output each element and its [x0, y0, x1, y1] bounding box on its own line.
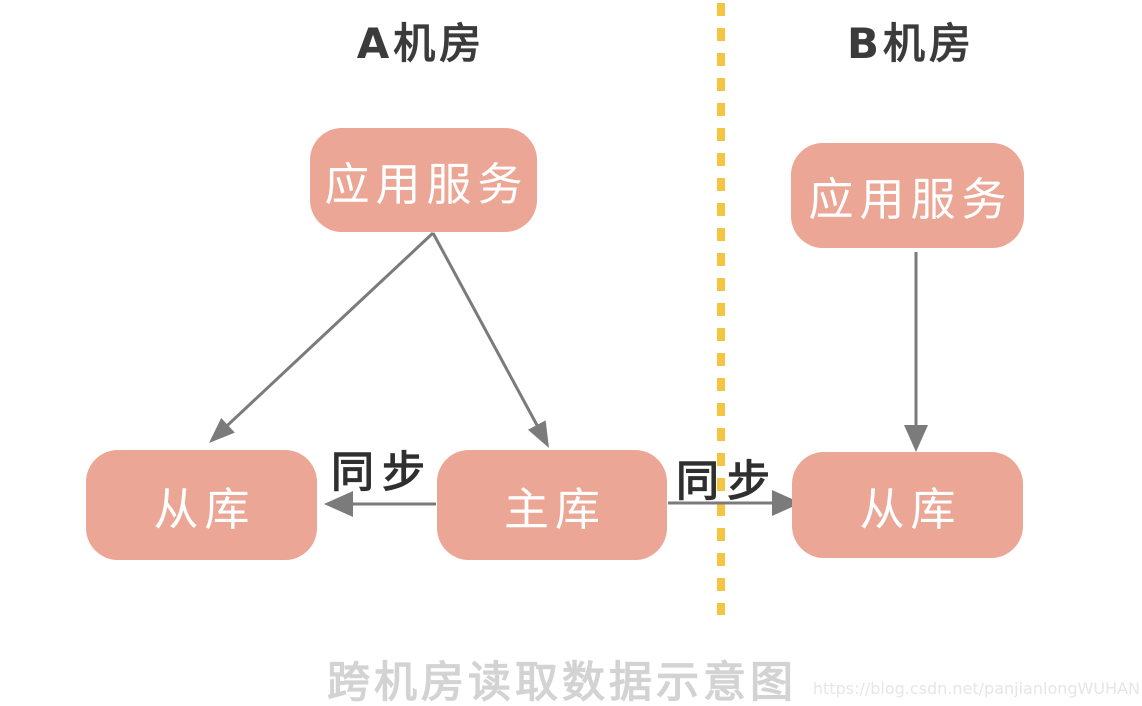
node-slave-db-a: 从库	[86, 450, 317, 560]
edge-app-b-to-slave-b	[904, 252, 928, 452]
node-app-service-a-label: 应用服务	[324, 157, 529, 211]
zone-a-title: A机房	[356, 19, 486, 68]
node-slave-db-b: 从库	[792, 452, 1023, 558]
zone-b-title: B机房	[846, 19, 976, 68]
arrowhead-icon	[209, 417, 235, 443]
node-app-service-b-label: 应用服务	[808, 173, 1013, 226]
edge-app-a-to-slave-a	[209, 231, 435, 443]
node-app-service-b: 应用服务	[791, 143, 1024, 248]
node-app-service-a: 应用服务	[310, 128, 537, 232]
arrowhead-icon	[527, 420, 549, 448]
node-master-db-label: 主库	[503, 482, 606, 536]
zone-divider-dashed-line	[717, 3, 725, 615]
node-master-db: 主库	[437, 450, 667, 560]
edge-app-a-to-master	[431, 232, 549, 448]
arrowhead-icon	[904, 425, 928, 452]
sync-label-left: 同步	[331, 448, 433, 498]
diagram-caption: 跨机房读取数据示意图	[327, 658, 797, 706]
sync-label-right: 同步	[676, 457, 778, 507]
watermark-url: https://blog.csdn.net/panjianlongWUHAN	[812, 679, 1140, 698]
node-slave-db-a-label: 从库	[153, 482, 256, 536]
node-slave-db-b-label: 从库	[859, 482, 962, 536]
